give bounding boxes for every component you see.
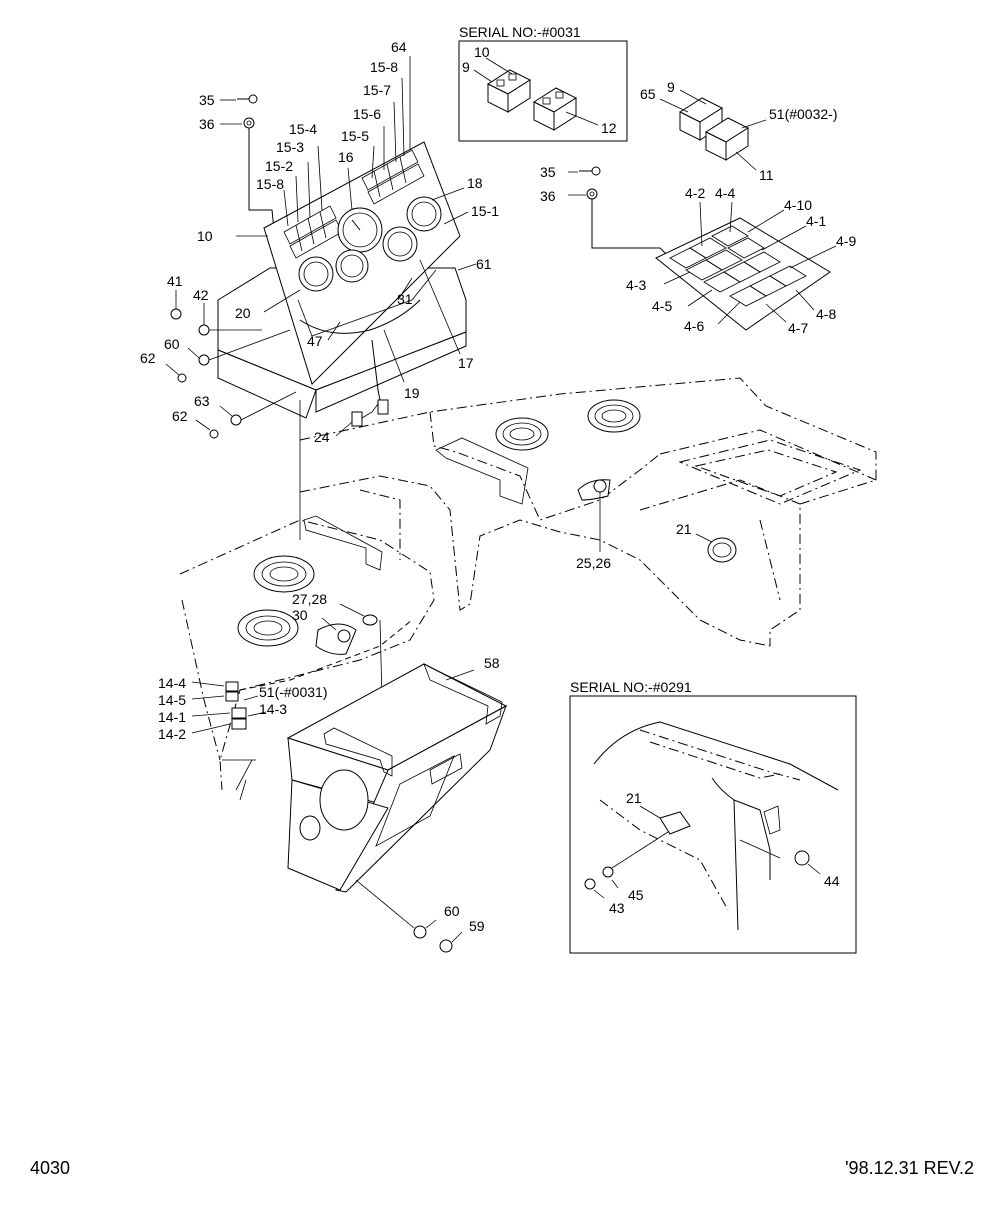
vent-top-1: [495, 417, 549, 451]
label-4-3: 4-3: [626, 277, 646, 293]
label-11: 11: [759, 167, 774, 183]
label-14-5: 14-5: [158, 692, 186, 708]
label-4-8: 4-8: [816, 306, 836, 322]
label-64: 64: [391, 39, 407, 55]
bracket-58: [286, 663, 508, 953]
label-63: 63: [194, 393, 210, 409]
inset-serial-0291: SERIAL NO:-#0291: [569, 679, 857, 954]
label-4-1: 4-1: [806, 213, 826, 229]
label-35: 35: [199, 92, 215, 108]
switch-stack-14: [191, 681, 267, 734]
inset-frame: [458, 40, 628, 142]
label-14-4: 14-4: [158, 675, 186, 691]
label-58: 58: [484, 655, 500, 671]
label-4-2: 4-2: [685, 185, 705, 201]
label-41: 41: [167, 273, 183, 289]
label-12: 12: [601, 120, 617, 136]
label-18: 18: [467, 175, 483, 191]
label-27-28: 27,28: [292, 591, 327, 607]
label-21: 21: [676, 521, 692, 537]
inset-title: SERIAL NO:-#0031: [459, 24, 581, 40]
console-body: [179, 377, 877, 801]
label-9: 9: [462, 59, 470, 75]
vent-left-1: [253, 555, 315, 593]
inset-frame-bottom: [569, 695, 857, 954]
label-35-right: 35: [540, 164, 556, 180]
label-4-10: 4-10: [784, 197, 812, 213]
screw-35: [237, 94, 275, 231]
label-31: 31: [397, 291, 413, 307]
label-15-7: 15-7: [363, 82, 391, 98]
label-30: 30: [292, 607, 308, 623]
label-47: 47: [307, 333, 323, 349]
switch-block-12: [532, 87, 578, 131]
label-4-5: 4-5: [652, 298, 672, 314]
label-51-later: 51(#0032-): [769, 106, 838, 122]
label-14-3: 14-3: [259, 701, 287, 717]
label-51-early: 51(-#0031): [259, 684, 328, 700]
switch-row-left: [283, 205, 343, 259]
label-15-1: 15-1: [471, 203, 499, 219]
label-9-right: 9: [667, 79, 675, 95]
label-10-panel: 10: [197, 228, 213, 244]
label-60-upper: 60: [164, 336, 180, 352]
label-61: 61: [476, 256, 492, 272]
label-10: 10: [474, 44, 490, 60]
label-19: 19: [404, 385, 420, 401]
label-25-26: 25,26: [576, 555, 611, 571]
vent-left-2: [237, 609, 299, 647]
label-14-2: 14-2: [158, 726, 186, 742]
label-15-2: 15-2: [265, 158, 293, 174]
switch-group-later-serial: 65 9 51(#0032-) 11: [640, 79, 838, 183]
label-15-8-right: 15-8: [370, 59, 398, 75]
label-45: 45: [628, 887, 644, 903]
label-15-4: 15-4: [289, 121, 317, 137]
label-15-8-left: 15-8: [256, 176, 284, 192]
revision-stamp: '98.12.31 REV.2: [845, 1158, 974, 1178]
label-36: 36: [199, 116, 215, 132]
switch-block-9-10: [486, 69, 532, 113]
vent-top-2: [587, 399, 641, 433]
label-16: 16: [338, 149, 354, 165]
inset-serial-0031: SERIAL NO:-#0031 10 9 12: [458, 24, 628, 142]
label-60-lower: 60: [444, 903, 460, 919]
label-24: 24: [314, 429, 330, 445]
label-62-lower: 62: [172, 408, 188, 424]
label-4-7: 4-7: [788, 320, 808, 336]
label-4-9: 4-9: [836, 233, 856, 249]
label-15-6: 15-6: [353, 106, 381, 122]
label-65: 65: [640, 86, 656, 102]
label-15-5: 15-5: [341, 128, 369, 144]
label-21-inset: 21: [626, 790, 642, 806]
label-17: 17: [458, 355, 474, 371]
label-15-3: 15-3: [276, 139, 304, 155]
label-43: 43: [609, 900, 625, 916]
label-14-1: 14-1: [158, 709, 186, 725]
label-20: 20: [235, 305, 251, 321]
label-42: 42: [193, 287, 209, 303]
label-62-upper: 62: [140, 350, 156, 366]
switch-panel-4: [568, 166, 837, 331]
label-4-4: 4-4: [715, 185, 735, 201]
label-44: 44: [824, 873, 840, 889]
label-4-6: 4-6: [684, 318, 704, 334]
instrument-panel: 35 36: [165, 56, 477, 439]
label-36-right: 36: [540, 188, 556, 204]
inset-title-bottom: SERIAL NO:-#0291: [570, 679, 692, 695]
switch-row-right: [361, 149, 425, 205]
label-59: 59: [469, 918, 485, 934]
page-number: 4030: [30, 1158, 70, 1178]
